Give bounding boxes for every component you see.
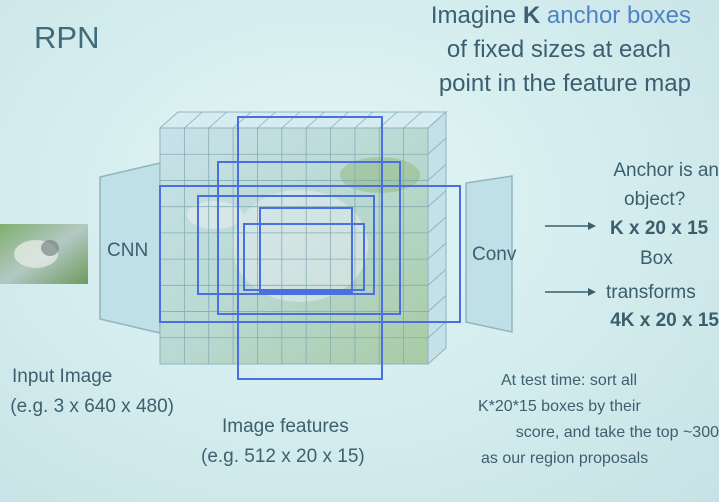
grid-line [330,111,349,129]
grid-line [427,269,447,286]
imagine-line-1: Imagine K anchor boxes [431,4,691,28]
anchor-q-line-2: object? [624,189,686,210]
anchor-box [197,195,375,295]
test-time-line-4: as our region proposals [481,450,649,467]
anchor-box [159,185,461,323]
test-time-line-1: At test time: sort all [501,372,638,389]
grid-line [281,111,301,129]
box-label-line-2: transforms [606,282,696,303]
imagine-line-2: of fixed sizes at each [446,36,671,63]
grid-line [427,216,447,234]
output-arrows [545,222,596,296]
imagine-k: K [522,2,541,29]
grid-line [232,111,252,129]
image-features-label: Image features [222,416,349,437]
conv-label: Conv [472,244,517,265]
imagine-text: Imagine [430,2,523,29]
cnn-label: CNN [107,240,149,261]
anchor-box [243,223,365,291]
grid-line [354,111,374,129]
anchor-boxes [159,116,461,380]
conv-block [465,175,513,333]
grid-line [184,111,203,129]
grid-line [403,111,422,129]
grid-line [208,111,227,129]
objectness-dims-value: K x 20 x 15 [610,218,709,239]
imagine-line-3: point in the feature map [438,70,691,97]
grid-line [427,242,447,260]
feature-map [158,110,448,366]
grid-line [427,137,447,155]
test-time-line-2: K*20*15 boxes by their [478,398,641,415]
box-label-line-1: Box [640,248,673,269]
objectness-dims: K x 20 x 15 [610,218,708,240]
imagine-anchor-boxes: anchor boxes [540,2,691,29]
grid-line [427,295,447,312]
grid-line [427,321,447,339]
box-dims: 4K x 20 x 15 [610,310,719,332]
input-image [0,224,88,284]
anchor-box [259,207,353,293]
anchor-box [237,116,383,380]
box-dims-value: 4K x 20 x 15 [610,310,719,331]
grid-line [305,111,325,129]
slide-title: RPN [34,20,100,55]
grid-line [257,111,276,129]
grid-line [427,190,447,207]
input-image-dims: (e.g. 3 x 640 x 480) [10,396,174,417]
arrow-objectness-head [588,222,596,230]
image-features-dims: (e.g. 512 x 20 x 15) [201,446,365,467]
input-image-label: Input Image [12,366,113,387]
grid-line [427,164,447,181]
anchor-q-line-1: Anchor is an [613,160,719,181]
arrow-box-transforms-head [588,288,596,296]
anchor-box [217,161,401,315]
test-time-line-3: score, and take the top ~300 [515,424,719,441]
